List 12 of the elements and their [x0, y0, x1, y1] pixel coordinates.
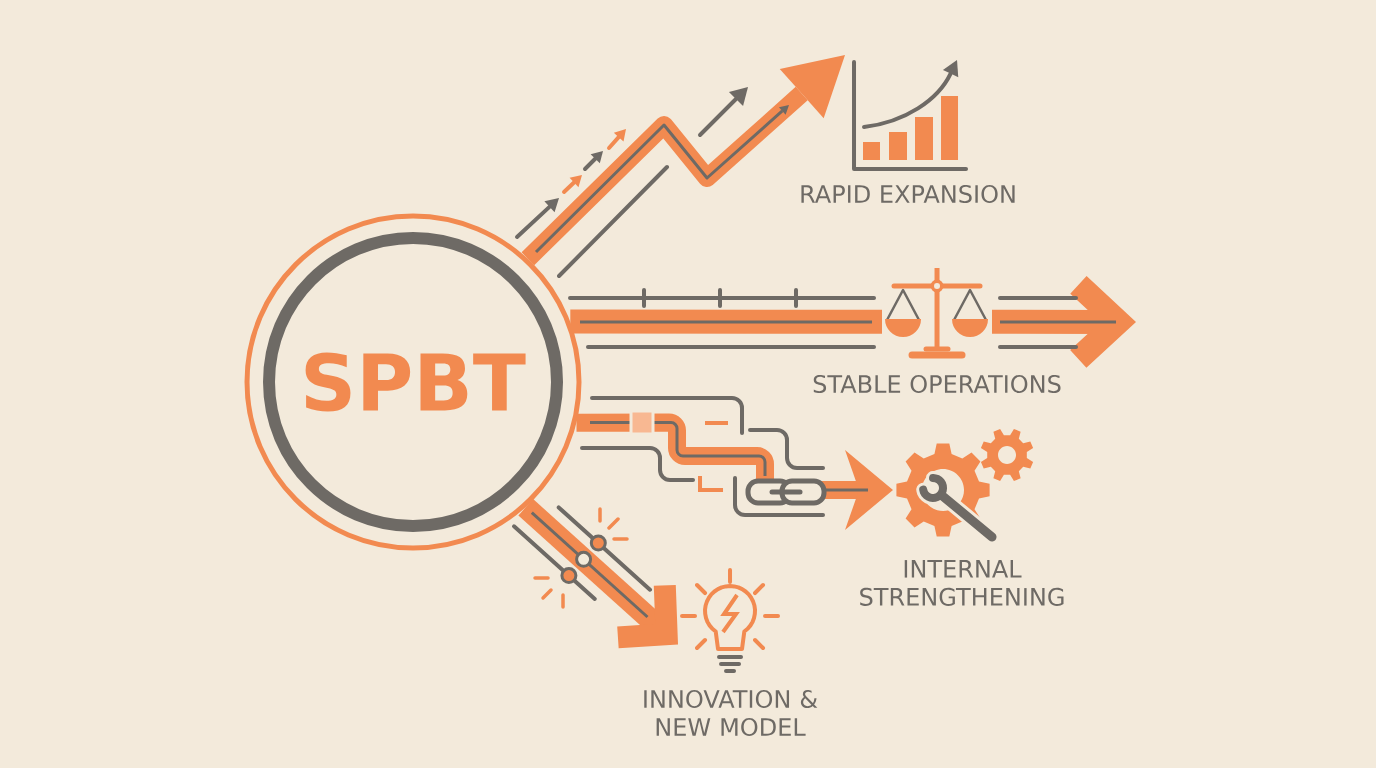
chart-icon [852, 60, 968, 171]
arrow [576, 413, 893, 530]
gear-wrench-icon [896, 428, 1034, 545]
node-label: RAPID EXPANSION [801, 184, 1015, 204]
arrow [521, 55, 845, 266]
node-label: INNOVATION & NEW MODEL [644, 689, 818, 737]
node-label: STABLE OPERATIONS [813, 374, 1061, 394]
node-label: INTERNAL STRENGTHENING [860, 560, 1064, 606]
lightbulb-icon [680, 568, 780, 673]
connector [570, 309, 882, 334]
arrow [518, 499, 678, 649]
scale-icon [885, 268, 988, 359]
